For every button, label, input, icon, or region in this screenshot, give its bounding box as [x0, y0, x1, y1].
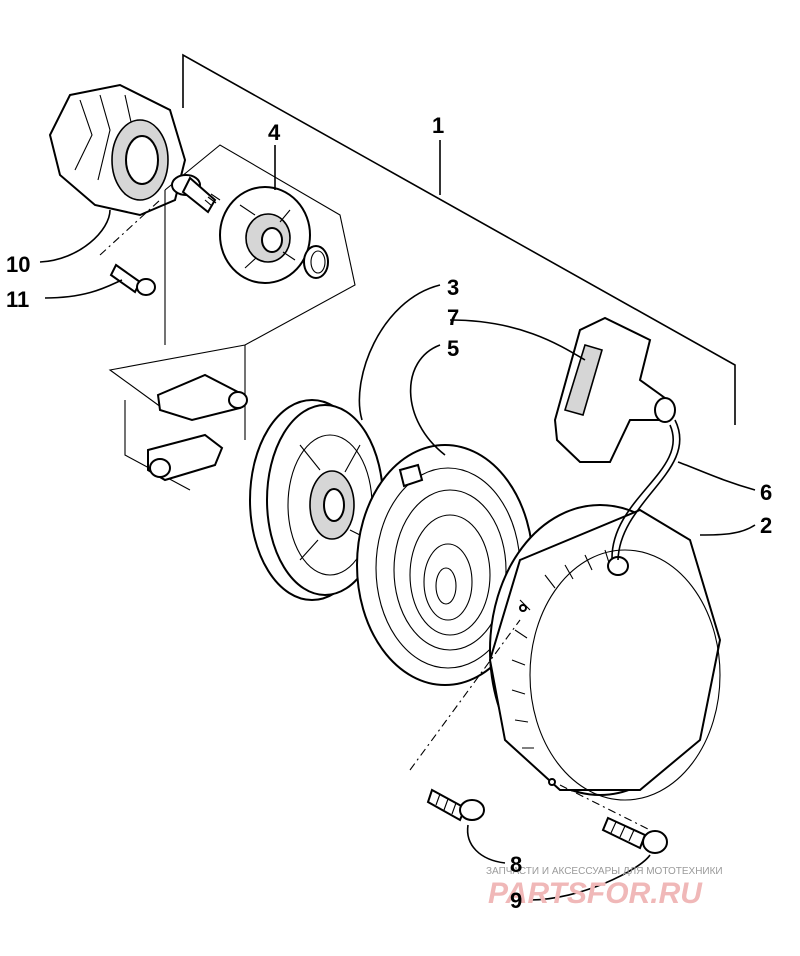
- pawl-upper: [156, 373, 248, 422]
- starter-housing: [488, 504, 722, 801]
- reel-part: [249, 399, 384, 601]
- callout-4: 4: [268, 120, 281, 145]
- callout-11: 11: [6, 287, 29, 312]
- bolt-9: [601, 816, 668, 854]
- leader-lines: [39, 140, 756, 901]
- callout-2: 2: [760, 513, 772, 538]
- callout-1: 1: [432, 113, 444, 138]
- watermark-logo: PARTSFOR.RU: [488, 877, 703, 910]
- starter-rope: [611, 419, 681, 561]
- watermark-tagline: ЗАПЧАСТИ И АКСЕССУАРЫ ДЛЯ МОТОТЕХНИКИ: [486, 866, 723, 877]
- recoil-spring: [356, 444, 534, 686]
- callout-10: 10: [6, 252, 30, 277]
- starter-cup-part: [48, 83, 187, 217]
- ratchet-plate: [219, 186, 311, 284]
- ratchet-bolt: [171, 174, 221, 214]
- alignment-lines: [99, 199, 651, 831]
- snap-ring: [303, 245, 329, 279]
- callout-6: 6: [760, 480, 772, 505]
- callout-8: 8: [510, 852, 522, 877]
- pawl-lower: [147, 433, 224, 482]
- callout-3: 3: [447, 275, 459, 300]
- bolt-8: [426, 788, 485, 822]
- callout-9: 9: [510, 888, 522, 913]
- callout-5: 5: [447, 336, 459, 361]
- starter-handle: [553, 316, 676, 463]
- screw-11: [109, 263, 156, 296]
- assembly-bracket: [182, 53, 736, 425]
- callout-7: 7: [447, 305, 459, 330]
- callout-labels: 1 2 3 4 5 6 7 8 9 10 11: [6, 113, 772, 913]
- watermark: ЗАПЧАСТИ И АКСЕССУАРЫ ДЛЯ МОТОТЕХНИКИ PA…: [486, 866, 723, 910]
